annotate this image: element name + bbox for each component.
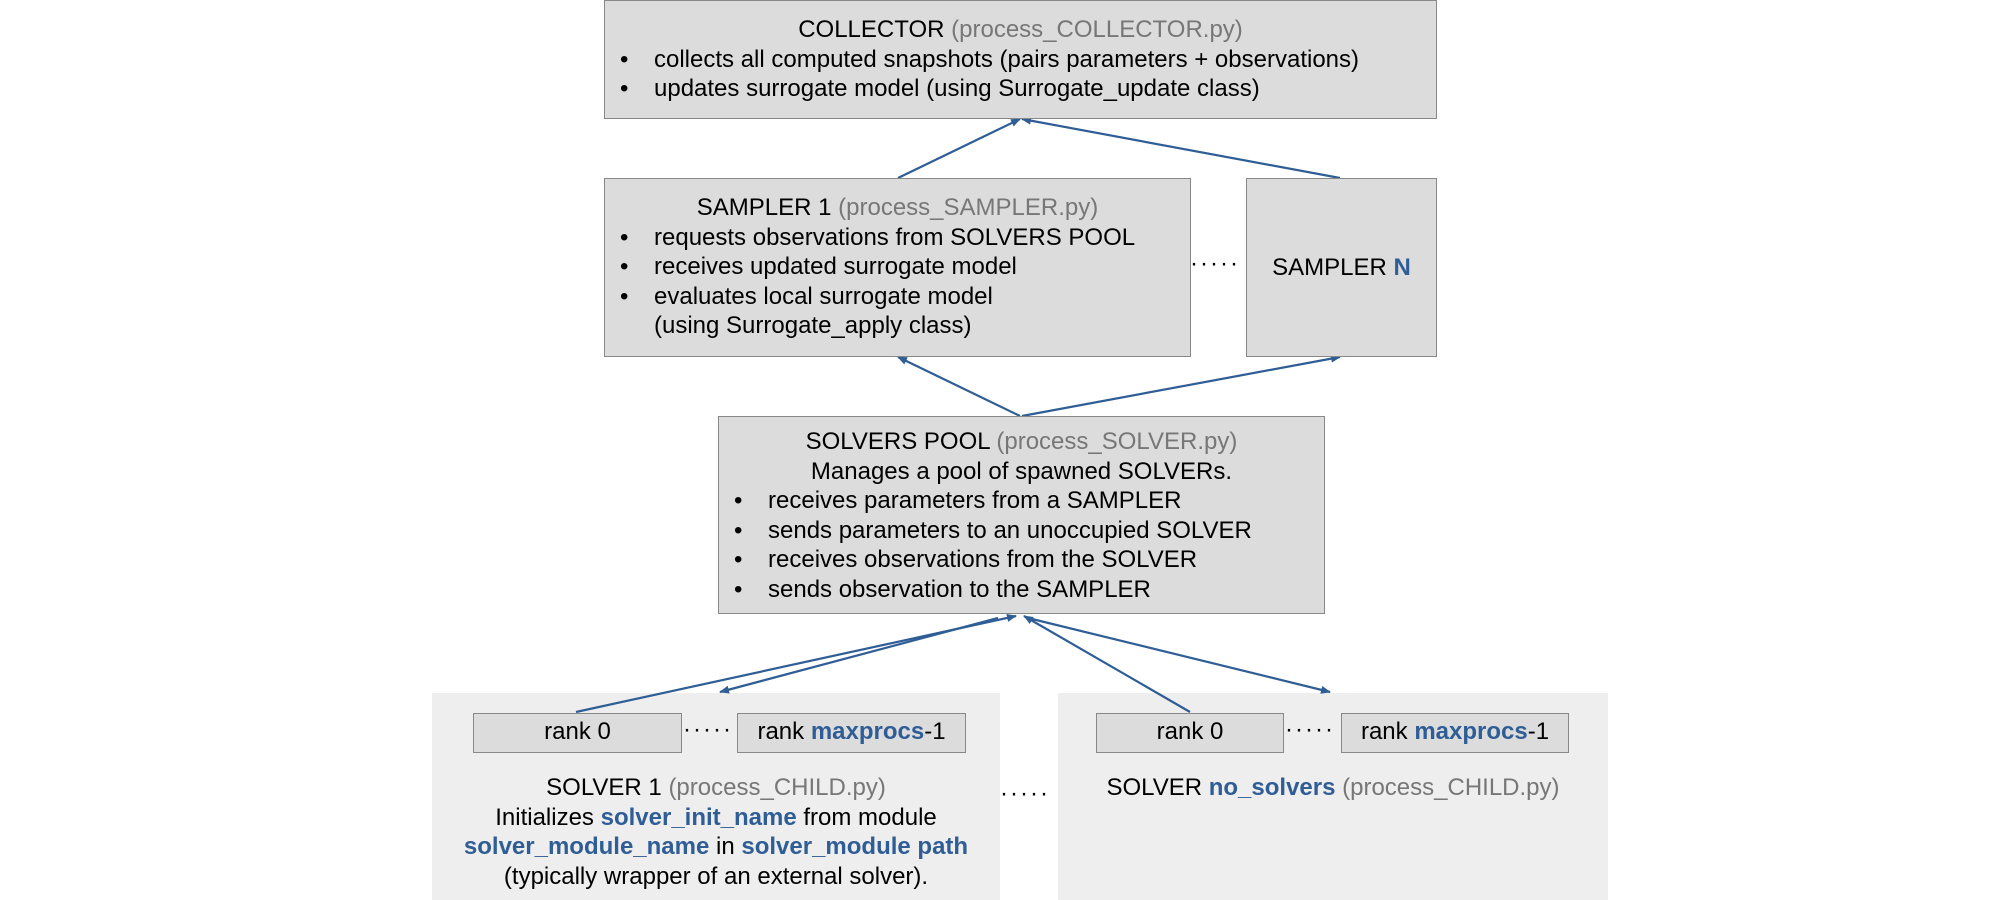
- solvers-pool-box: SOLVERS POOL (process_SOLVER.py) Manages…: [718, 416, 1325, 614]
- pool-heading: SOLVERS POOL (process_SOLVER.py): [719, 427, 1324, 457]
- solver-init-name-var: solver_init_name: [600, 803, 797, 831]
- pool-file: (process_SOLVER.py): [996, 428, 1238, 455]
- arrow-solverN-to-pool: [1023, 615, 1191, 713]
- solver-1-module-line: solver_module_name in solver_module path: [432, 832, 1000, 862]
- pool-item: receives parameters from a SAMPLER: [719, 486, 1324, 516]
- collector-file: (process_COLLECTOR.py): [951, 16, 1243, 43]
- solver-module-path-var: solver_module path: [741, 833, 969, 860]
- arrow-pool-to-samplerN: [1021, 354, 1341, 418]
- solver-1-title: SOLVER 1: [546, 774, 662, 801]
- rank-max-var: maxprocs: [810, 718, 925, 745]
- solver-1-heading: SOLVER 1 (process_CHILD.py): [432, 773, 1000, 803]
- rank-0-label: rank 0: [1156, 718, 1224, 745]
- sampler-n-label: SAMPLER: [1272, 253, 1387, 281]
- sampler-1-file: (process_SAMPLER.py): [838, 194, 1099, 221]
- solver-1-init-line: Initializes solver_init_name from module: [432, 803, 1000, 833]
- sampler-1-item-text: evaluates local surrogate model: [654, 282, 993, 310]
- arrow-pool-to-sampler1: [897, 356, 1021, 417]
- sampler-1-list: requests observations from SOLVERS POOL …: [605, 223, 1190, 341]
- collector-title: COLLECTOR: [798, 16, 945, 43]
- rank-max-prefix: rank: [757, 718, 805, 745]
- solver-1-file: (process_CHILD.py): [668, 774, 886, 801]
- solver-n-description: SOLVER no_solvers (process_CHILD.py): [1058, 773, 1608, 803]
- arrow-samplerN-to-collector: [1021, 116, 1341, 180]
- solver-1-note: (typically wrapper of an external solver…: [503, 862, 929, 890]
- sampler-1-item: requests observations from SOLVERS POOL: [605, 223, 1190, 253]
- sampler-n-box: SAMPLER N: [1246, 178, 1437, 357]
- rank-0-label: rank 0: [544, 718, 611, 745]
- pool-subtitle: Manages a pool of spawned SOLVERs.: [810, 457, 1233, 485]
- solver-n-rank-ellipsis: ·····: [1285, 716, 1335, 743]
- rank-max-suffix: -1: [924, 718, 946, 745]
- arrow-sampler1-to-collector: [897, 118, 1021, 179]
- collector-list: collects all computed snapshots (pairs p…: [605, 45, 1436, 104]
- solver-n-rank-0: rank 0: [1096, 713, 1284, 753]
- solver-module-name-var: solver_module_name: [463, 833, 710, 860]
- pool-item: sends observation to the SAMPLER: [719, 575, 1324, 605]
- rank-max-prefix: rank: [1360, 718, 1408, 745]
- sampler-1-title: SAMPLER 1: [696, 194, 832, 221]
- solver-n-rank-max: rank maxprocs-1: [1341, 713, 1569, 753]
- solver-1-rank-ellipsis: ·····: [683, 716, 733, 743]
- pool-title: SOLVERS POOL: [805, 428, 990, 455]
- sampler-1-box: SAMPLER 1 (process_SAMPLER.py) requests …: [604, 178, 1191, 357]
- sampler-1-item: evaluates local surrogate model(using Su…: [605, 282, 1190, 341]
- sampler-1-heading: SAMPLER 1 (process_SAMPLER.py): [605, 193, 1190, 223]
- solver-ellipsis: ·····: [1000, 780, 1050, 807]
- collector-item: updates surrogate model (using Surrogate…: [605, 74, 1436, 104]
- sampler-1-item: receives updated surrogate model: [605, 252, 1190, 282]
- solver-n-title: SOLVER: [1106, 774, 1203, 801]
- sampler-ellipsis: ·····: [1190, 250, 1240, 277]
- sampler-n-var: N: [1393, 253, 1411, 281]
- arrow-pool-to-solver1: [719, 616, 999, 694]
- pool-list: receives parameters from a SAMPLER sends…: [719, 486, 1324, 604]
- collector-item: collects all computed snapshots (pairs p…: [605, 45, 1436, 75]
- pool-item: sends parameters to an unoccupied SOLVER: [719, 516, 1324, 546]
- solver-n-file: (process_CHILD.py): [1342, 774, 1560, 801]
- sampler-1-item-cont: (using Surrogate_apply class): [654, 312, 972, 339]
- solver-1-description: SOLVER 1 (process_CHILD.py) Initializes …: [432, 773, 1000, 891]
- collector-box: COLLECTOR (process_COLLECTOR.py) collect…: [604, 0, 1437, 119]
- pool-item: receives observations from the SOLVER: [719, 545, 1324, 575]
- arrow-pool-to-solverN: [1027, 616, 1331, 694]
- solver-1-init-mid: from module: [803, 803, 937, 831]
- rank-max-var: maxprocs: [1414, 718, 1528, 745]
- no-solvers-var: no_solvers: [1208, 774, 1336, 801]
- rank-max-suffix: -1: [1527, 718, 1550, 745]
- collector-heading: COLLECTOR (process_COLLECTOR.py): [605, 15, 1436, 45]
- solver-1-init-prefix: Initializes: [495, 803, 594, 831]
- solver-1-module-in: in: [716, 833, 735, 860]
- solver-1-rank-0: rank 0: [473, 713, 682, 753]
- solver-1-rank-max: rank maxprocs-1: [737, 713, 966, 753]
